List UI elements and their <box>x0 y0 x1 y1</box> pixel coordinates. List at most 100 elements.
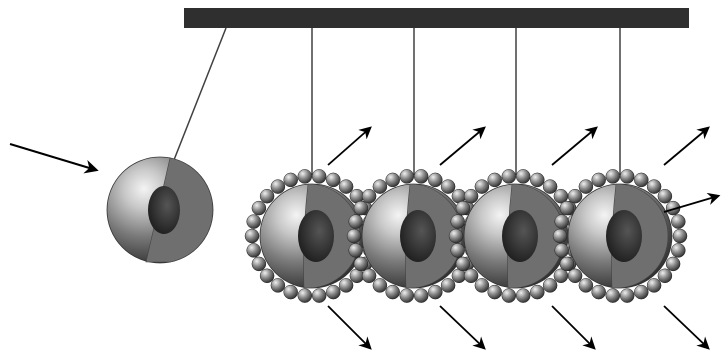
particle <box>448 228 464 244</box>
scatter-arrow-7 <box>439 305 486 350</box>
particle <box>270 278 286 293</box>
particle <box>515 169 531 184</box>
scatter-arrow-8 <box>551 305 596 350</box>
particle <box>463 188 479 204</box>
particle <box>591 172 606 188</box>
particle <box>353 256 369 272</box>
particle <box>552 228 568 244</box>
particle <box>413 169 429 184</box>
ball-core <box>400 210 436 262</box>
particle <box>634 284 649 300</box>
particle <box>559 200 575 216</box>
ball-core <box>502 210 538 262</box>
particle <box>455 256 471 272</box>
particle <box>353 200 369 216</box>
particle <box>348 214 363 229</box>
particle <box>428 172 443 188</box>
particle <box>634 172 649 188</box>
particle <box>246 243 261 258</box>
particle <box>259 268 275 284</box>
resting-balls <box>244 169 688 303</box>
scatter-arrow-6 <box>327 305 372 350</box>
particle <box>578 179 594 194</box>
particle <box>554 214 569 229</box>
particle <box>619 288 635 303</box>
particle <box>605 288 621 303</box>
particle <box>515 288 531 303</box>
resting-ball-4 <box>552 169 688 303</box>
incoming-arrow <box>9 143 99 174</box>
particle <box>530 284 545 300</box>
particle <box>501 169 517 184</box>
particle <box>463 268 479 284</box>
particle <box>361 188 377 204</box>
support-bar <box>184 8 689 28</box>
string-swinging <box>171 27 227 166</box>
ball-core <box>298 210 334 262</box>
particle <box>385 284 400 300</box>
particle <box>270 179 286 194</box>
particle <box>440 179 456 194</box>
particle <box>671 214 686 229</box>
particle <box>671 243 686 258</box>
particle <box>567 188 583 204</box>
scatter-arrows <box>327 126 721 350</box>
particle <box>338 179 354 194</box>
particle <box>646 278 662 293</box>
particle <box>244 228 260 244</box>
particle <box>542 179 558 194</box>
particle <box>246 214 261 229</box>
particle <box>326 172 341 188</box>
particle <box>399 288 415 303</box>
particle <box>578 278 594 293</box>
particle <box>474 278 490 293</box>
particle <box>428 284 443 300</box>
particle <box>450 243 465 258</box>
particle <box>297 169 313 184</box>
particle <box>385 172 400 188</box>
scatter-arrow-9 <box>663 305 710 350</box>
particle <box>665 256 681 272</box>
particle <box>283 284 298 300</box>
scatter-arrow-4 <box>663 126 710 166</box>
particle <box>657 268 673 284</box>
particle <box>259 188 275 204</box>
particle <box>591 284 606 300</box>
scatter-arrow-1 <box>327 126 372 166</box>
particle <box>530 172 545 188</box>
particle <box>542 278 558 293</box>
swinging-ball <box>106 156 214 264</box>
particle <box>311 288 327 303</box>
particle <box>413 288 429 303</box>
particle <box>346 228 362 244</box>
particle <box>605 169 621 184</box>
scatter-arrow-3 <box>551 126 598 166</box>
particle <box>283 172 298 188</box>
particle <box>567 268 583 284</box>
particle <box>559 256 575 272</box>
particle <box>657 188 673 204</box>
particle <box>251 200 267 216</box>
particle <box>348 243 363 258</box>
particle <box>399 169 415 184</box>
particle <box>672 228 688 244</box>
scatter-arrow-5 <box>663 192 721 213</box>
scatter-arrow-2 <box>439 126 486 166</box>
particle <box>487 284 502 300</box>
particle <box>326 284 341 300</box>
particle <box>338 278 354 293</box>
particle <box>646 179 662 194</box>
resting-ball-2 <box>346 169 482 303</box>
particle <box>487 172 502 188</box>
particle <box>501 288 517 303</box>
ball-core <box>606 210 642 262</box>
particle <box>440 278 456 293</box>
particle <box>311 169 327 184</box>
particle <box>361 268 377 284</box>
particle <box>455 200 471 216</box>
particle <box>554 243 569 258</box>
particle <box>474 179 490 194</box>
particle <box>372 179 388 194</box>
strings <box>171 27 621 175</box>
